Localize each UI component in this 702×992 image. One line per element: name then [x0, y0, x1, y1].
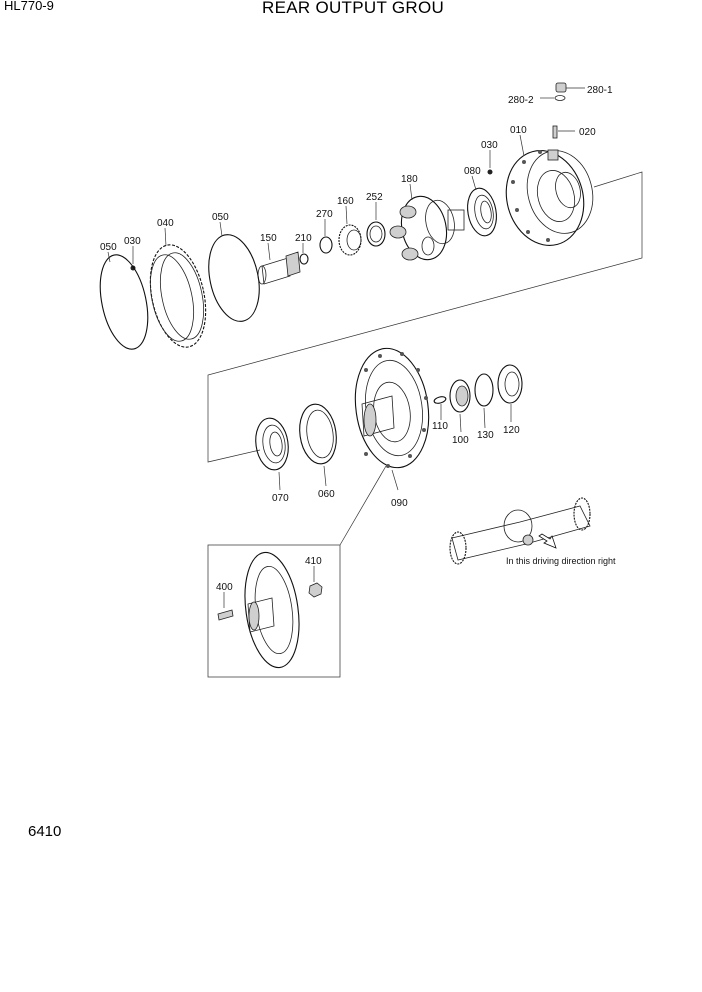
part-030-nut-upper — [487, 150, 493, 175]
part-150-shaft — [257, 242, 301, 285]
label-270: 270 — [316, 209, 333, 220]
label-030-upper: 030 — [481, 140, 498, 151]
label-400: 400 — [216, 582, 233, 593]
part-050-oring-left — [99, 251, 149, 350]
label-010: 010 — [510, 125, 527, 136]
part-252-ring — [366, 202, 386, 247]
label-110: 110 — [432, 421, 448, 432]
label-060: 060 — [318, 489, 335, 500]
part-100-bearing — [449, 379, 471, 433]
label-180: 180 — [401, 174, 418, 185]
label-120: 120 — [503, 425, 520, 436]
part-080-bearing — [467, 175, 497, 237]
part-060-seal-ring — [299, 403, 337, 487]
part-labels: 280-1 280-2 020 010 030 080 180 252 160 … — [100, 85, 616, 593]
page-number: 6410 — [28, 823, 62, 840]
label-080: 080 — [464, 166, 481, 177]
label-040: 040 — [157, 218, 174, 229]
part-120-seal — [497, 364, 523, 422]
part-020-pin — [552, 125, 575, 139]
label-130: 130 — [477, 430, 494, 441]
label-210: 210 — [295, 233, 312, 244]
model-code: HL770-9 — [4, 0, 54, 13]
assembly-plane-lines — [207, 171, 643, 546]
label-030-lower: 030 — [124, 236, 141, 247]
page-title: REAR OUTPUT GROU — [262, 0, 445, 17]
label-050-left: 050 — [100, 242, 117, 253]
part-050-oring-right — [208, 221, 260, 322]
part-040-ring-gear — [149, 227, 207, 348]
part-280-2-washer — [540, 95, 566, 101]
part-280-1-plug — [555, 82, 585, 93]
label-150: 150 — [260, 233, 277, 244]
part-130-oring — [474, 373, 494, 429]
part-070-bearing — [255, 417, 289, 491]
label-410: 410 — [305, 556, 322, 567]
label-050-right: 050 — [212, 212, 229, 223]
part-090-hub — [354, 347, 430, 491]
driving-direction-caption: In this driving direction right — [506, 556, 616, 566]
label-100: 100 — [452, 435, 469, 446]
part-180-planet-carrier — [389, 183, 465, 261]
part-400-stud — [217, 592, 234, 621]
detail-box — [207, 544, 341, 678]
part-160-gear — [338, 205, 362, 256]
label-020: 020 — [579, 127, 596, 138]
part-410-nut — [308, 566, 323, 598]
label-090: 090 — [391, 498, 408, 509]
part-270-circlip — [319, 219, 333, 254]
label-280-1: 280-1 — [587, 85, 613, 96]
axle-inset — [449, 497, 591, 565]
label-280-2: 280-2 — [508, 95, 534, 106]
part-110-ring — [433, 396, 447, 420]
label-252: 252 — [366, 192, 383, 203]
label-160: 160 — [337, 196, 354, 207]
part-010-housing — [505, 134, 594, 246]
label-070: 070 — [272, 493, 289, 504]
part-210-ring — [299, 243, 309, 265]
